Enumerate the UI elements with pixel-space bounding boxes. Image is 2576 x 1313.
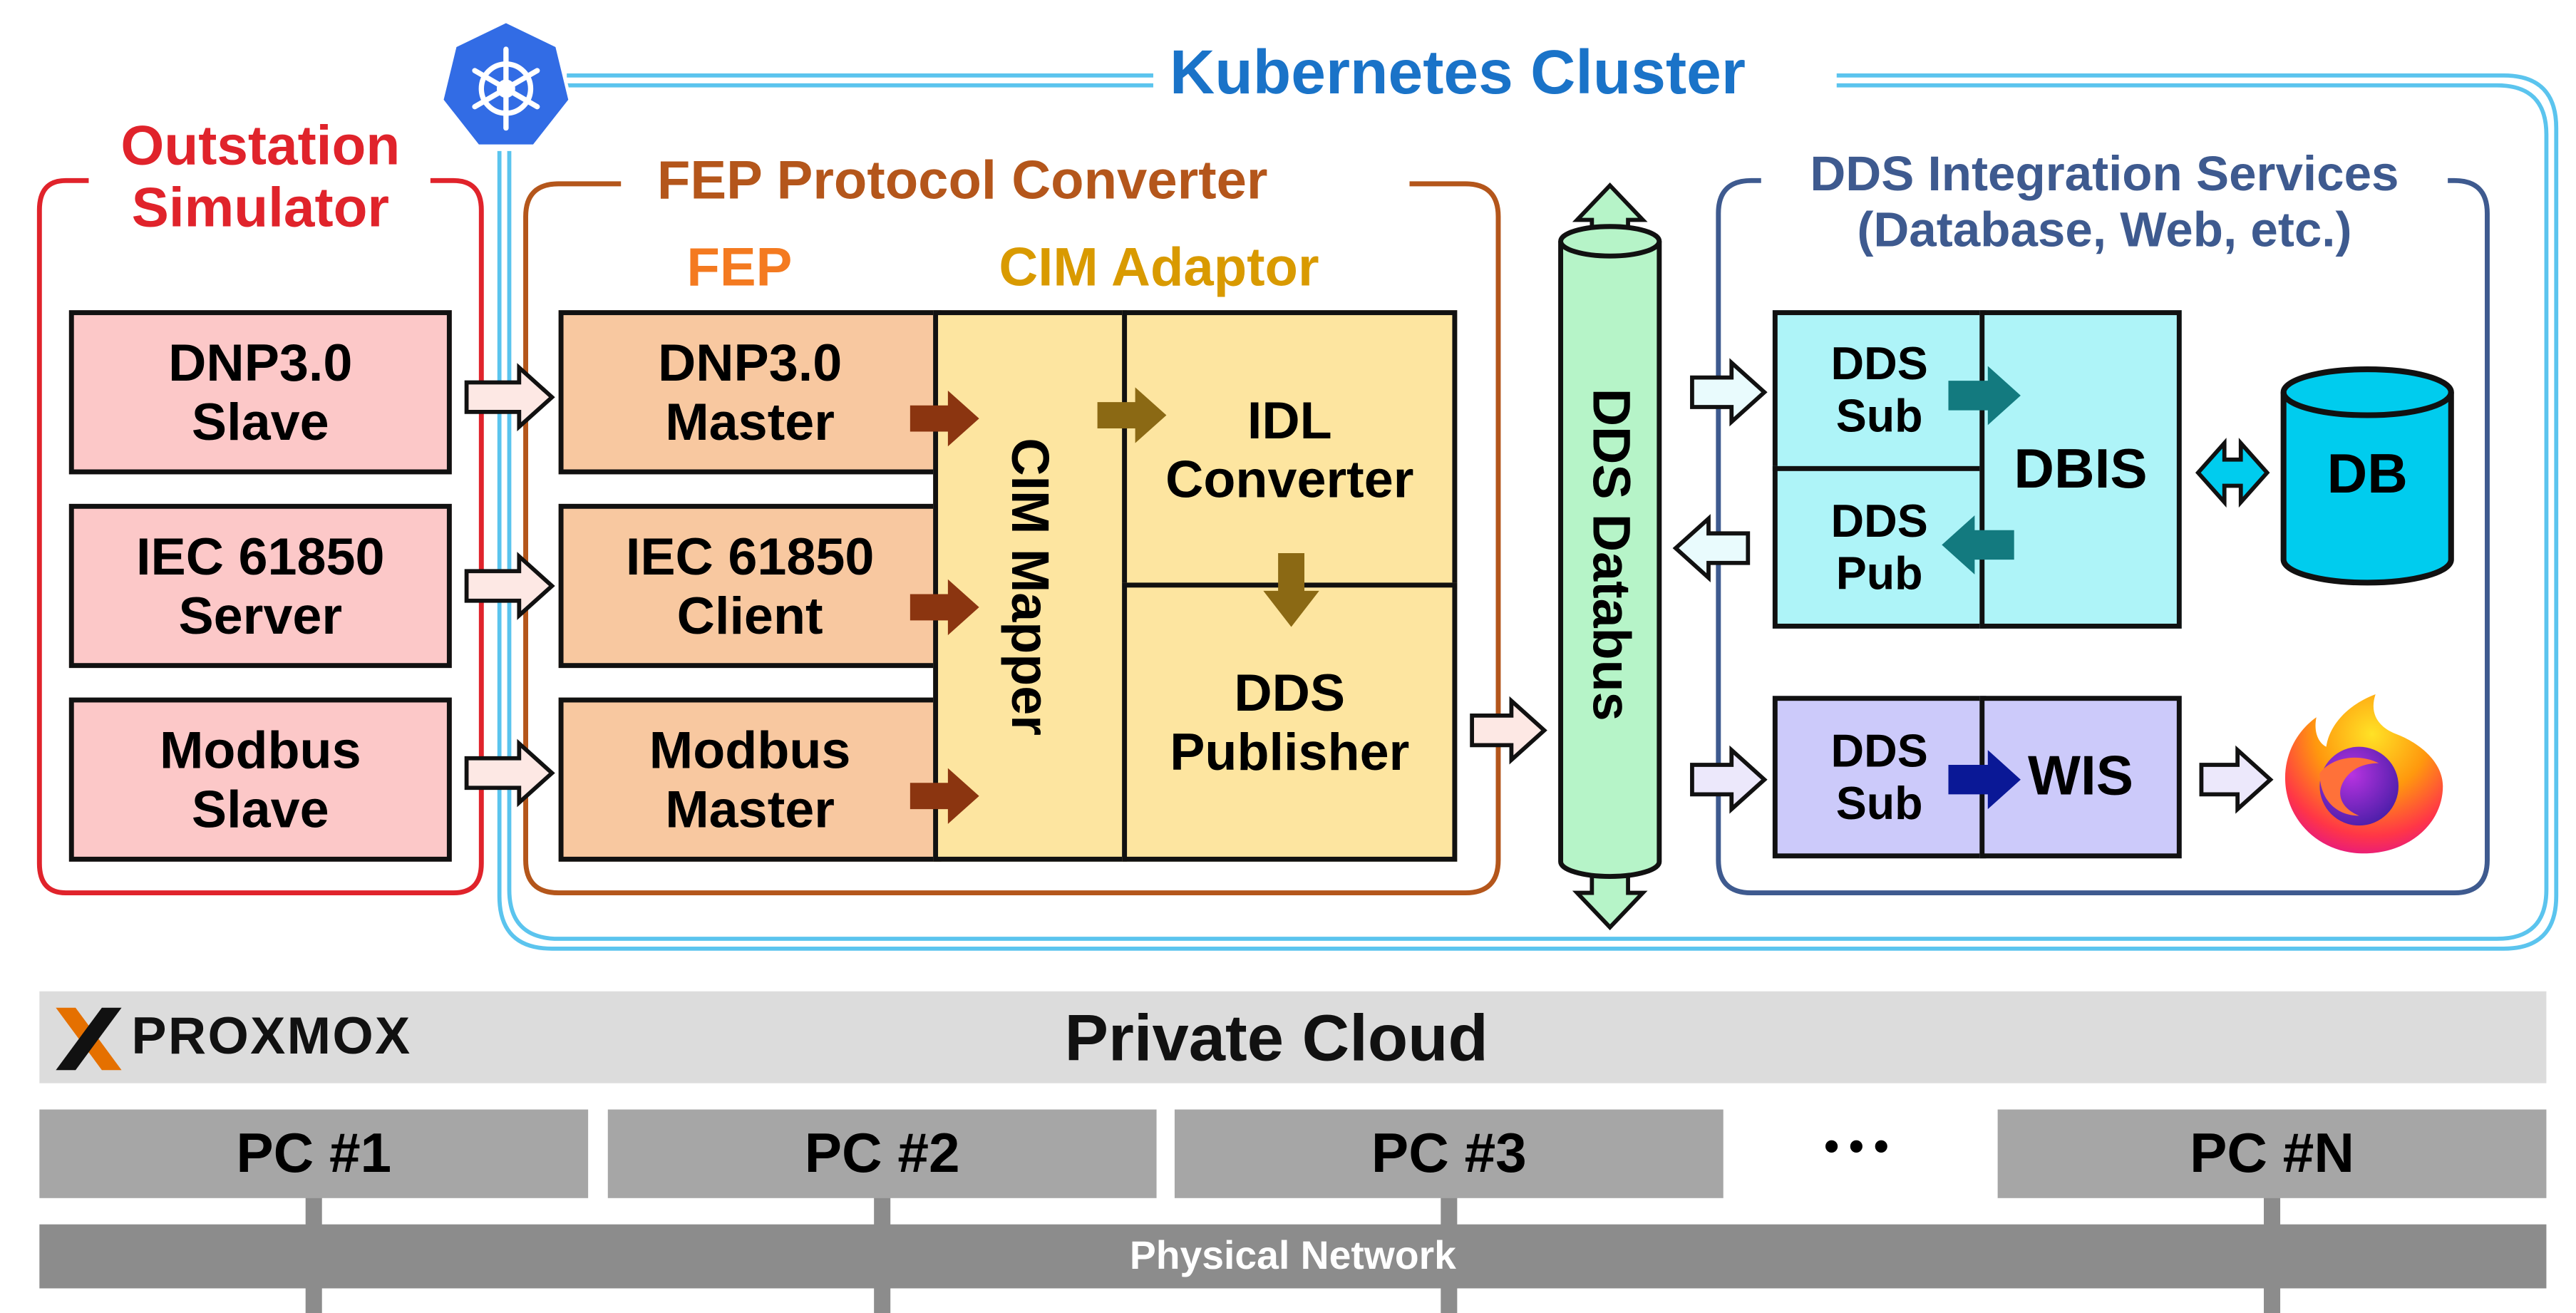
modbus-slave-box: Modbus Slave (68, 697, 452, 862)
dbis-box: DBIS (1979, 310, 2182, 629)
database-cylinder-icon (2280, 366, 2454, 586)
ellipsis-more-pcs: ••• (1824, 1121, 1899, 1170)
proxmox-logo-text: PROXMOX (131, 1006, 412, 1066)
physical-network-bar: Physical Network (39, 1224, 2547, 1289)
private-cloud-bar (39, 991, 2547, 1083)
private-cloud-label: Private Cloud (1064, 1002, 1488, 1076)
outline-arrow-right-icon (464, 363, 1547, 808)
db-label: DB (2327, 443, 2408, 506)
kubernetes-helm-icon (440, 19, 572, 148)
cim-mapper-box: CIM Mapper (933, 310, 1128, 862)
modbus-master-box: Modbus Master (558, 697, 942, 862)
dds-publisher-box: DDS Publisher (1122, 582, 1458, 862)
dnp3-slave-box: DNP3.0 Slave (68, 310, 452, 475)
dds-integration-title: DDS Integration Services (Database, Web,… (1810, 148, 2399, 258)
firefox-icon (2284, 694, 2443, 854)
iec61850-server-box: IEC 61850 Server (68, 503, 452, 669)
idl-converter-box: IDL Converter (1122, 310, 1458, 589)
iec61850-client-box: IEC 61850 Client (558, 503, 942, 669)
kubernetes-cluster-title: Kubernetes Cluster (1170, 39, 1746, 108)
proxmox-x-icon (56, 1007, 122, 1071)
pc-1-box: PC #1 (39, 1109, 589, 1198)
outstation-simulator-title: Outstation Simulator (120, 115, 401, 241)
cim-adaptor-label: CIM Adaptor (999, 236, 1319, 297)
fep-label: FEP (686, 236, 793, 297)
fep-converter-title: FEP Protocol Converter (656, 149, 1268, 210)
pc-n-box: PC #N (1997, 1109, 2547, 1198)
pc-2-box: PC #2 (607, 1109, 1157, 1198)
dnp3-master-box: DNP3.0 Master (558, 310, 942, 475)
pc-3-box: PC #3 (1174, 1109, 1724, 1198)
